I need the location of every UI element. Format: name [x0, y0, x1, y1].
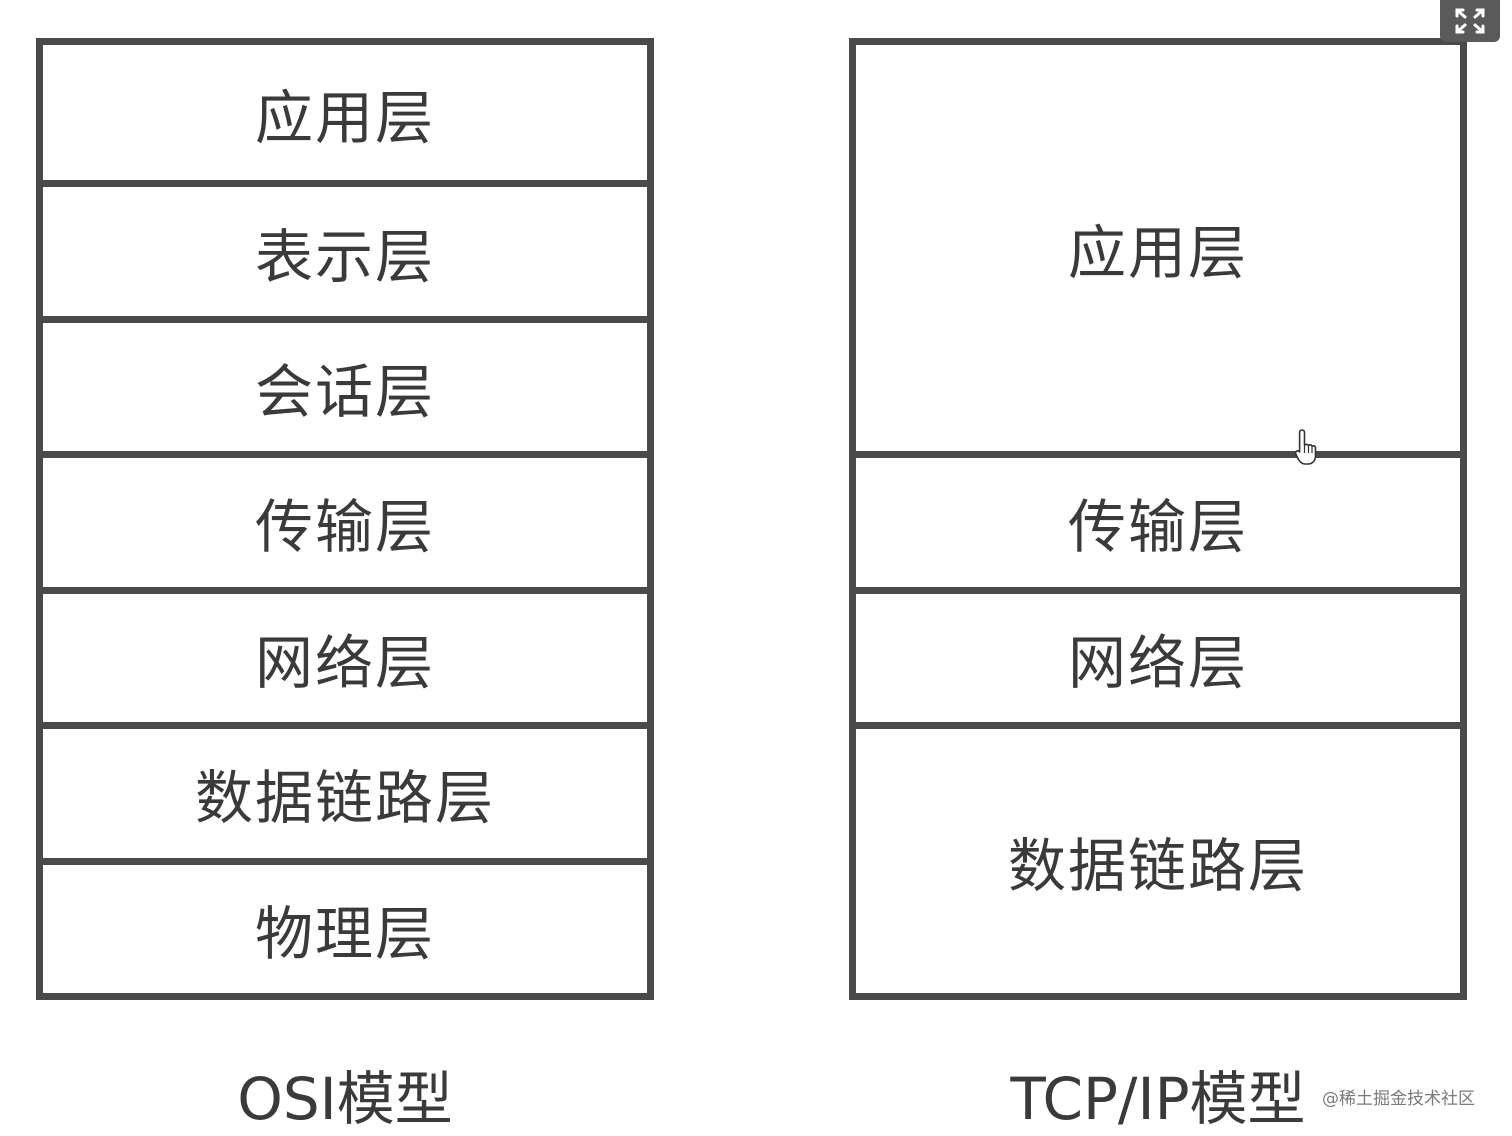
tcpip-layer-network: 网络层 — [856, 586, 1460, 722]
osi-layer-transport: 传输层 — [43, 451, 647, 586]
osi-layer-data-link: 数据链路层 — [43, 722, 647, 857]
osi-caption: OSI模型 — [237, 1065, 453, 1133]
tcpip-layer-transport: 传输层 — [856, 451, 1460, 586]
osi-layer-network: 网络层 — [43, 586, 647, 722]
expand-icon — [1455, 8, 1485, 34]
tcpip-model-diagram: 应用层 传输层 网络层 数据链路层 — [849, 38, 1467, 1000]
tcpip-caption: TCP/IP模型 — [1010, 1065, 1306, 1133]
hand-pointer-icon — [1294, 428, 1320, 468]
osi-layer-session: 会话层 — [43, 315, 647, 451]
tcpip-layer-application: 应用层 — [1067, 219, 1248, 288]
osi-model-diagram: 应用层 表示层 会话层 传输层 网络层 数据链路层 物理层 — [36, 38, 654, 1000]
osi-layer-physical: 物理层 — [43, 857, 647, 993]
watermark: @稀土掘金技术社区 — [1322, 1089, 1475, 1109]
tcpip-layer-data-link: 数据链路层 — [856, 722, 1460, 993]
expand-button[interactable] — [1440, 0, 1500, 42]
osi-layer-application: 应用层 — [254, 83, 435, 152]
osi-layer-presentation: 表示层 — [43, 180, 647, 315]
